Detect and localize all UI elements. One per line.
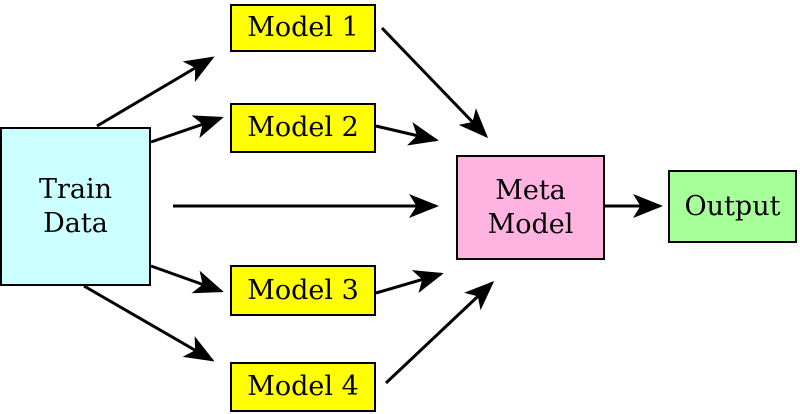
output-label: Output <box>684 190 781 222</box>
arrow-model3-to-meta <box>375 270 444 295</box>
arrow-model1-to-meta <box>380 26 489 139</box>
model-1-box: Model 1 <box>230 4 376 52</box>
model-2-box: Model 2 <box>230 103 376 153</box>
arrow-model2-to-meta <box>375 122 439 146</box>
output-box: Output <box>668 170 797 243</box>
model-1-label: Model 1 <box>247 12 359 43</box>
model-4-label: Model 4 <box>247 371 359 402</box>
train-data-label: Train Data <box>38 173 113 239</box>
model-2-label: Model 2 <box>247 112 359 143</box>
model-3-label: Model 3 <box>247 274 359 306</box>
model-3-box: Model 3 <box>230 265 376 316</box>
train-data-box: Train Data <box>0 127 151 286</box>
arrow-train-to-model3 <box>150 264 224 294</box>
arrow-train-to-model1 <box>96 56 215 128</box>
arrow-model4-to-meta <box>384 280 495 385</box>
meta-model-box: Meta Model <box>456 155 605 260</box>
meta-model-label: Meta Model <box>487 174 574 240</box>
arrow-train-to-model4 <box>83 284 215 362</box>
model-4-box: Model 4 <box>230 362 376 412</box>
arrow-train-to-model2 <box>150 115 224 144</box>
